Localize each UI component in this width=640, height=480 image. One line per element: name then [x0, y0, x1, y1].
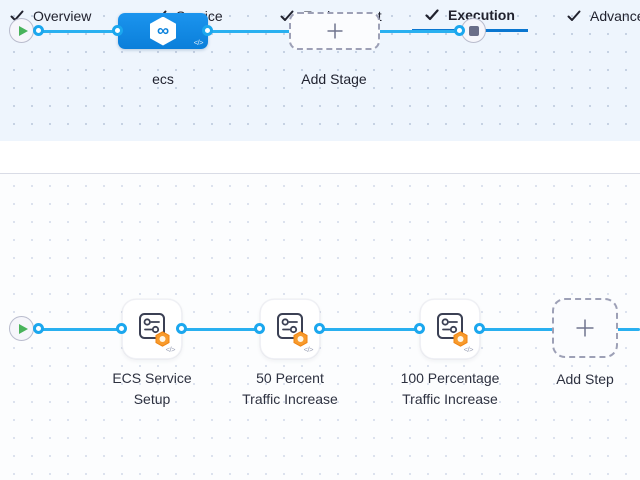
traffic-shift-step-icon: [277, 313, 303, 339]
add-stage-button[interactable]: [289, 12, 380, 50]
code-icon: </>: [165, 345, 176, 354]
connector-dot[interactable]: [474, 323, 485, 334]
connector-dot[interactable]: [33, 25, 44, 36]
stage-label: ecs: [152, 71, 174, 87]
check-icon: [280, 10, 294, 21]
step-label-line1: 100 Percentage: [400, 370, 500, 386]
connector-dot[interactable]: [116, 323, 127, 334]
pipeline-end-node: [461, 18, 486, 43]
tab-advanced[interactable]: Advanced: [554, 0, 640, 32]
step-label-line1: ECS Service: [112, 370, 192, 386]
add-stage-label: Add Stage: [301, 71, 367, 87]
harness-logo-icon: ∞: [150, 16, 176, 46]
step-label: ECS Service Setup: [64, 368, 240, 410]
connector-dot[interactable]: [176, 323, 187, 334]
check-icon: [425, 8, 439, 20]
connector-dot[interactable]: [314, 323, 325, 334]
step-badge-icon: [293, 331, 308, 347]
add-step-label: Add Step: [556, 371, 614, 387]
step-label: 50 Percent Traffic Increase: [202, 368, 378, 410]
play-icon: [18, 25, 28, 36]
stage-connector-line: [39, 29, 461, 33]
traffic-shift-step-icon: [437, 313, 463, 339]
connector-dot[interactable]: [33, 323, 44, 334]
code-icon: </>: [463, 345, 474, 354]
plus-icon: [327, 23, 342, 39]
code-icon: </>: [303, 345, 314, 354]
play-icon: [18, 323, 28, 334]
service-setup-step-icon: [139, 313, 165, 339]
step-label-line2: Setup: [133, 391, 171, 407]
step-label-line2: Traffic Increase: [242, 391, 338, 407]
step-label-line2: Traffic Increase: [402, 391, 498, 407]
stage-tabbar: [0, 141, 640, 174]
tab-label: Execution: [448, 6, 515, 23]
check-icon: [567, 10, 581, 21]
stop-icon: [468, 25, 479, 36]
connector-dot[interactable]: [414, 323, 425, 334]
step-label-line1: 50 Percent: [256, 370, 324, 386]
step-badge-icon: [453, 331, 468, 347]
connector-dot[interactable]: [454, 25, 465, 36]
step-label: 100 Percentage Traffic Increase: [362, 368, 538, 410]
step-node-ecs-service-setup[interactable]: </>: [122, 299, 182, 359]
step-badge-icon: [155, 331, 170, 347]
add-step-button[interactable]: [552, 298, 618, 358]
step-connector-line: [39, 327, 640, 331]
code-icon: </>: [193, 38, 204, 47]
execution-start-node: [9, 316, 34, 341]
connector-dot[interactable]: [202, 25, 213, 36]
stage-node-ecs[interactable]: ∞ </>: [118, 13, 208, 49]
step-node-100-percentage-traffic[interactable]: </>: [420, 299, 480, 359]
plus-icon: [576, 319, 594, 337]
pipeline-start-node: [9, 18, 34, 43]
tab-label: Advanced: [590, 8, 640, 24]
execution-canvas: [0, 174, 640, 480]
connector-dot[interactable]: [254, 323, 265, 334]
tab-label: Overview: [33, 8, 92, 24]
step-node-50-percent-traffic[interactable]: </>: [260, 299, 320, 359]
connector-dot[interactable]: [112, 25, 123, 36]
